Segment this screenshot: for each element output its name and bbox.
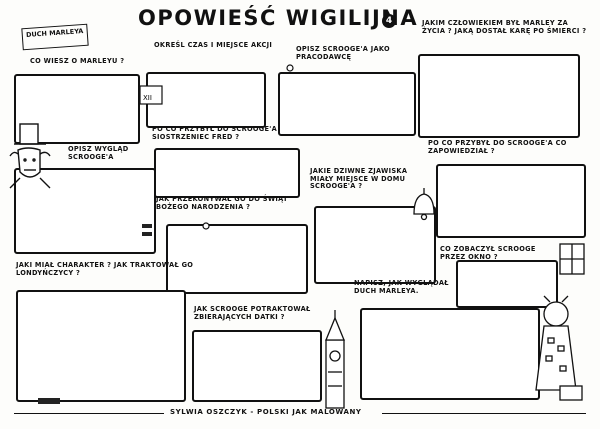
question-appearance: OPISZ WYGLĄD SCROOGE'A	[68, 145, 129, 161]
calendar-label: XII	[143, 94, 152, 102]
question-character: JAKI MIAŁ CHARAKTER ? JAK TRAKTOWAŁ GO L…	[16, 261, 194, 277]
scrooge-figure-icon	[9, 123, 51, 189]
question-phenomena: JAKIE DZIWNE ZJAWISKA MIAŁY MIEJSCE W DO…	[310, 167, 408, 191]
question-window: CO ZOBACZYŁ SCROOGE PRZEZ OKNO ?	[440, 245, 536, 261]
question-employer: OPISZ SCROOGE'A JAKO PRACODAWCĘ	[296, 45, 390, 61]
calendar-icon	[139, 85, 163, 105]
footer-rule-right	[382, 413, 586, 414]
question-fred: PO CO PRZYBYŁ DO SCROOGE'A SIOSTRZENIEC …	[152, 125, 277, 141]
answer-box-donations[interactable]	[192, 330, 322, 402]
answer-box-phenomena[interactable]	[314, 206, 436, 284]
question-donations: JAK SCROOGE POTRAKTOWAŁ ZBIERAJĄCYCH DAT…	[194, 305, 311, 321]
answer-box-window[interactable]	[456, 260, 558, 308]
answer-box-persuasion[interactable]	[166, 224, 308, 294]
page-number: 4	[382, 14, 396, 28]
question-persuasion: JAK PRZEKONYWAŁ GO DO ŚWIĄT BOŻEGO NAROD…	[156, 195, 288, 211]
page-title: OPOWIEŚĆ WIGILIJNA	[138, 6, 419, 30]
answer-box-ghost-look[interactable]	[360, 308, 540, 400]
footer-rule-left	[14, 413, 164, 414]
question-marley: CO WIESZ O MARLEYU ?	[30, 57, 125, 65]
question-time-place: OKREŚL CZAS I MIEJSCE AKCJI	[154, 41, 273, 49]
answer-box-appearance[interactable]	[14, 168, 156, 254]
answer-box-fred[interactable]	[154, 148, 300, 198]
bell-icon	[413, 188, 435, 221]
footer-credit: SYLWIA OSZCZYK - POLSKI JAK MALOWANY	[170, 408, 362, 416]
answer-box-marley-life[interactable]	[418, 54, 580, 138]
answer-box-time-place[interactable]	[146, 72, 266, 128]
answer-box-purpose[interactable]	[436, 164, 586, 238]
pin-icon	[202, 64, 294, 230]
marley-ghost-icon	[535, 295, 583, 401]
tape-icon	[38, 224, 152, 404]
answer-box-employer[interactable]	[278, 72, 416, 136]
question-purpose: PO CO PRZYBYŁ DO SCROOGE'A CO ZAPOWIEDZI…	[428, 139, 567, 155]
question-ghost-look: NAPISZ, JAK WYGLĄDAŁ DUCH MARLEYA.	[354, 279, 449, 295]
answer-box-character[interactable]	[16, 290, 186, 402]
window-icon	[559, 243, 585, 275]
big-ben-icon	[325, 310, 345, 409]
question-marley-life: JAKIM CZŁOWIEKIEM BYŁ MARLEY ZA ŻYCIA ? …	[422, 19, 587, 35]
